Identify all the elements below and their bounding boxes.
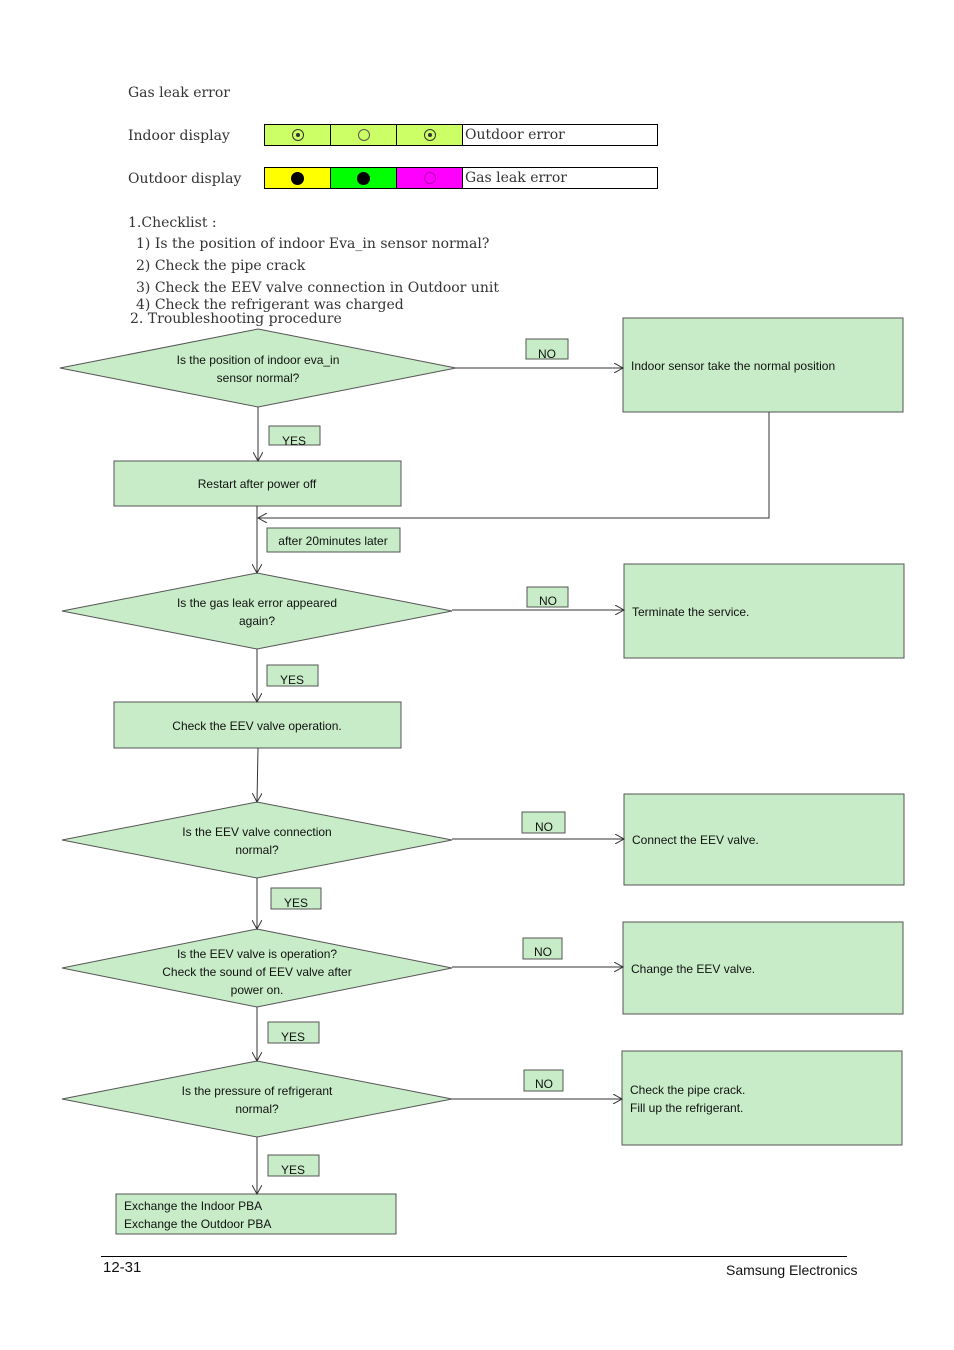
- decision-text: Check the sound of EEV valve after: [162, 965, 351, 979]
- yes-label: YES: [284, 896, 308, 910]
- yes-label-box: [266, 664, 319, 687]
- page-number: 12-31: [103, 1259, 142, 1276]
- outdoor-led-1: [264, 167, 331, 189]
- action-box-sensor: [622, 317, 904, 413]
- decision-diamond-eev-connection: [61, 801, 453, 879]
- outdoor-status: Gas leak error: [462, 167, 658, 189]
- yes-label: YES: [281, 1030, 305, 1044]
- yes-label: YES: [280, 673, 304, 687]
- outdoor-display-label: Outdoor display: [128, 171, 242, 187]
- decision-text: sensor normal?: [217, 371, 300, 385]
- check-eev-text: Check the EEV valve operation.: [172, 719, 341, 733]
- no-label: NO: [534, 945, 552, 959]
- led-off-icon: [423, 172, 436, 184]
- final-text: Exchange the Indoor PBA: [124, 1199, 262, 1213]
- decision-diamond-sensor-position: [59, 328, 457, 408]
- no-label-box: [525, 338, 569, 360]
- return-arrow: [258, 412, 770, 518]
- restart-box: [113, 460, 402, 507]
- action-text: Connect the EEV valve.: [632, 833, 759, 847]
- decision-diamond-gas-leak-again: [61, 572, 453, 650]
- yes-label-box: [267, 1021, 320, 1044]
- decision-text: power on.: [231, 983, 284, 997]
- action-text: Change the EEV valve.: [631, 962, 755, 976]
- checklist-item: 4) Check the refrigerant was charged: [136, 297, 404, 313]
- no-label: NO: [538, 347, 556, 361]
- decision-text: again?: [239, 614, 275, 628]
- procedure-heading: 2. Troubleshooting procedure: [130, 311, 342, 327]
- action-box-connect-eev: [623, 793, 905, 886]
- no-label: NO: [535, 820, 553, 834]
- checklist-item: 2) Check the pipe crack: [136, 258, 306, 274]
- footer-divider: [101, 1256, 847, 1257]
- checklist-item: 1) Is the position of indoor Eva_in sens…: [136, 236, 490, 252]
- no-label-box: [526, 586, 569, 608]
- action-box-pipe-crack: [621, 1050, 903, 1146]
- led-on-icon: [291, 171, 304, 185]
- yes-label-box: [270, 887, 322, 910]
- action-text: Terminate the service.: [632, 605, 749, 619]
- final-text: Exchange the Outdoor PBA: [124, 1217, 271, 1231]
- yes-label-box: [268, 425, 321, 446]
- decision-text: normal?: [235, 1102, 279, 1116]
- no-label-box: [522, 937, 563, 960]
- wait-label-box: [266, 527, 401, 553]
- no-label: NO: [535, 1077, 553, 1091]
- error-title: Gas leak error: [128, 85, 230, 101]
- decision-text: Is the EEV valve is operation?: [177, 947, 337, 961]
- decision-text: Is the pressure of refrigerant: [182, 1084, 333, 1098]
- no-label-box: [523, 1069, 564, 1092]
- company-name: Samsung Electronics: [726, 1262, 858, 1278]
- action-text: Check the pipe crack.: [630, 1083, 745, 1097]
- wait-text: after 20minutes later: [278, 534, 387, 548]
- yes-label-box: [267, 1154, 320, 1177]
- indoor-led-3: [396, 124, 463, 146]
- no-label-box: [521, 811, 566, 834]
- decision-text: Is the EEV valve connection: [182, 825, 331, 839]
- decision-text: Is the gas leak error appeared: [177, 596, 337, 610]
- flow-arrow: [257, 747, 258, 802]
- yes-label: YES: [281, 1163, 305, 1177]
- indoor-status: Outdoor error: [462, 124, 658, 146]
- checklist-item: 3) Check the EEV valve connection in Out…: [136, 280, 499, 296]
- decision-diamond-eev-operation: [61, 928, 453, 1008]
- decision-diamond-refrigerant-pressure: [61, 1060, 453, 1138]
- action-text: Fill up the refrigerant.: [630, 1101, 743, 1115]
- no-label: NO: [539, 594, 557, 608]
- yes-label: YES: [282, 434, 306, 448]
- decision-text: normal?: [235, 843, 279, 857]
- restart-text: Restart after power off: [198, 477, 317, 491]
- led-on-icon: [357, 171, 370, 185]
- led-off-icon: [357, 129, 370, 141]
- action-box-terminate: [623, 563, 905, 659]
- indoor-display-label: Indoor display: [128, 128, 230, 144]
- led-blink-icon: [423, 129, 436, 141]
- led-blink-icon: [291, 129, 304, 141]
- checklist-heading: 1.Checklist :: [128, 215, 217, 231]
- check-eev-box: [113, 701, 402, 749]
- final-box: [115, 1193, 397, 1235]
- action-text: Indoor sensor take the normal position: [631, 359, 835, 373]
- decision-text: Is the position of indoor eva_in: [177, 353, 340, 367]
